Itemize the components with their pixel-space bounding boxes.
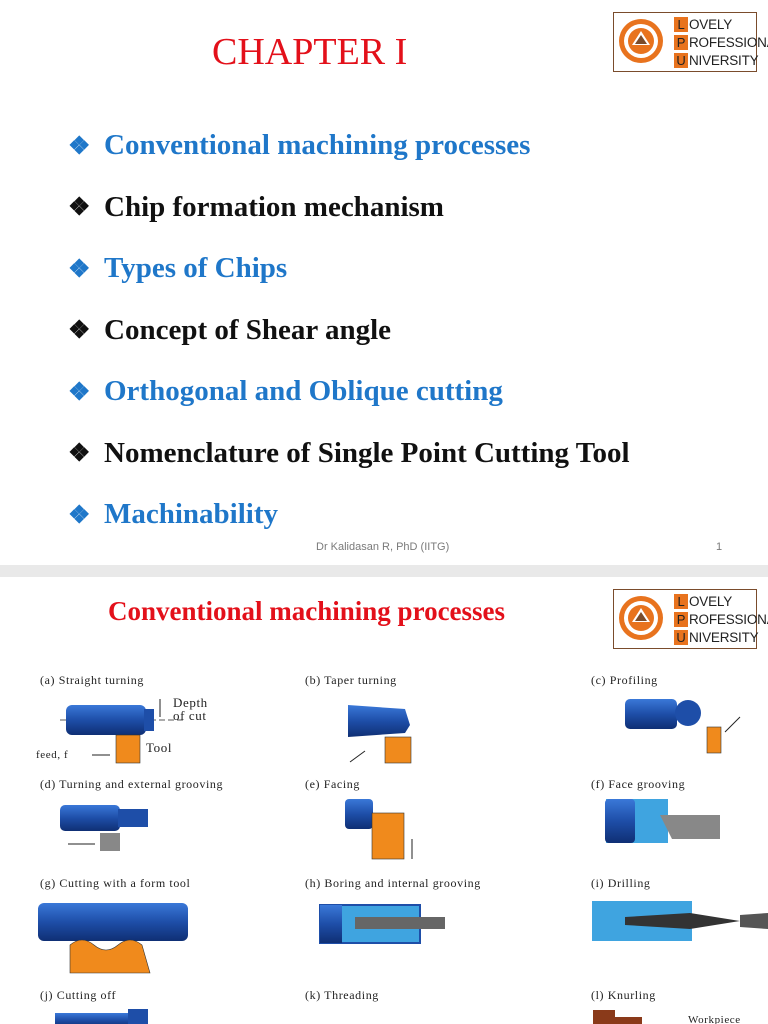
taper-turning-drawing bbox=[348, 705, 412, 764]
topic-item: ❖ Types of Chips bbox=[68, 238, 630, 300]
topic-item: ❖ Machinability bbox=[68, 484, 630, 546]
university-seal-icon bbox=[619, 19, 663, 63]
topic-text: Concept of Shear angle bbox=[104, 313, 392, 346]
form-tool-drawing bbox=[38, 903, 188, 974]
figure-label: (l) Knurling bbox=[591, 988, 656, 1002]
logo-word-lovely: OVELY bbox=[689, 594, 733, 609]
topic-text: Orthogonal and Oblique cutting bbox=[104, 375, 503, 408]
page-number: 1 bbox=[716, 541, 723, 553]
logo-letter-u: U bbox=[674, 630, 688, 645]
facing-drawing bbox=[345, 799, 413, 860]
figure-label: (h) Boring and internal grooving bbox=[305, 876, 481, 890]
topic-item: ❖ Nomenclature of Single Point Cutting To… bbox=[68, 423, 630, 485]
topic-text: Types of Chips bbox=[104, 252, 288, 285]
machining-processes-figure bbox=[38, 699, 768, 1024]
profiling-drawing bbox=[625, 699, 741, 754]
of-cut-annotation: of cut bbox=[173, 708, 207, 723]
topic-item: ❖ Conventional machining processes bbox=[68, 115, 630, 177]
topic-text: Nomenclature of Single Point Cutting Too… bbox=[104, 436, 630, 469]
workpiece-annotation: Workpiece bbox=[688, 1014, 741, 1024]
diamond-bullet-icon: ❖ bbox=[68, 501, 91, 529]
figure-label: (i) Drilling bbox=[591, 876, 651, 890]
logo-letter-u: U bbox=[674, 53, 688, 68]
topic-item: ❖ Concept of Shear angle bbox=[68, 300, 630, 362]
logo-word-university: NIVERSITY bbox=[689, 53, 759, 68]
topic-item: ❖ Chip formation mechanism bbox=[68, 177, 630, 239]
topic-text: Conventional machining processes bbox=[104, 129, 531, 162]
diamond-bullet-icon: ❖ bbox=[68, 378, 91, 406]
logo-letter-l: L bbox=[674, 17, 688, 32]
logo-letter-p: P bbox=[674, 612, 688, 627]
feed-annotation: feed, f bbox=[36, 749, 69, 761]
logo-word-professional: ROFESSIONAL bbox=[689, 35, 768, 50]
logo-letter-l: L bbox=[674, 594, 688, 609]
figure-label: (g) Cutting with a form tool bbox=[40, 876, 191, 890]
logo-word-lovely: OVELY bbox=[689, 17, 733, 32]
figure-label: (k) Threading bbox=[305, 988, 379, 1002]
footer-author: Dr Kalidasan R, PhD (IITG) bbox=[316, 541, 450, 553]
depth-annotation: Depth bbox=[173, 695, 208, 710]
diamond-bullet-icon: ❖ bbox=[68, 255, 91, 283]
tool-annotation: Tool bbox=[146, 740, 173, 755]
figure-label: (d) Turning and external grooving bbox=[40, 777, 224, 791]
diamond-bullet-icon: ❖ bbox=[68, 194, 91, 222]
topic-list: ❖ Conventional machining processes ❖ Chip … bbox=[68, 115, 630, 546]
diamond-bullet-icon: ❖ bbox=[68, 440, 91, 468]
face-grooving-drawing bbox=[605, 799, 720, 843]
cutting-off-drawing bbox=[55, 1009, 148, 1024]
topic-text: Chip formation mechanism bbox=[104, 190, 444, 223]
figure-label: (b) Taper turning bbox=[305, 673, 397, 687]
straight-turning-drawing bbox=[60, 699, 185, 764]
figure-label: (a) Straight turning bbox=[40, 673, 144, 687]
figure-label: (f) Face grooving bbox=[591, 777, 686, 791]
slide-title: Conventional machining processes bbox=[108, 596, 506, 626]
topic-item: ❖ Orthogonal and Oblique cutting bbox=[68, 361, 630, 423]
figure-label: (j) Cutting off bbox=[40, 988, 117, 1002]
drilling-drawing bbox=[592, 901, 768, 941]
diamond-bullet-icon: ❖ bbox=[68, 132, 91, 160]
logo-word-professional: ROFESSIONAL bbox=[689, 612, 768, 627]
figure-label: (e) Facing bbox=[305, 777, 360, 791]
diamond-bullet-icon: ❖ bbox=[68, 317, 91, 345]
topic-text: Machinability bbox=[104, 498, 279, 531]
knurling-drawing bbox=[593, 1010, 642, 1024]
logo-letter-p: P bbox=[674, 35, 688, 50]
boring-drawing bbox=[319, 904, 445, 944]
logo-word-university: NIVERSITY bbox=[689, 630, 759, 645]
chapter-title: CHAPTER I bbox=[212, 31, 408, 73]
university-seal-icon bbox=[619, 596, 663, 640]
external-grooving-drawing bbox=[60, 805, 148, 851]
figure-label: (c) Profiling bbox=[591, 673, 658, 687]
